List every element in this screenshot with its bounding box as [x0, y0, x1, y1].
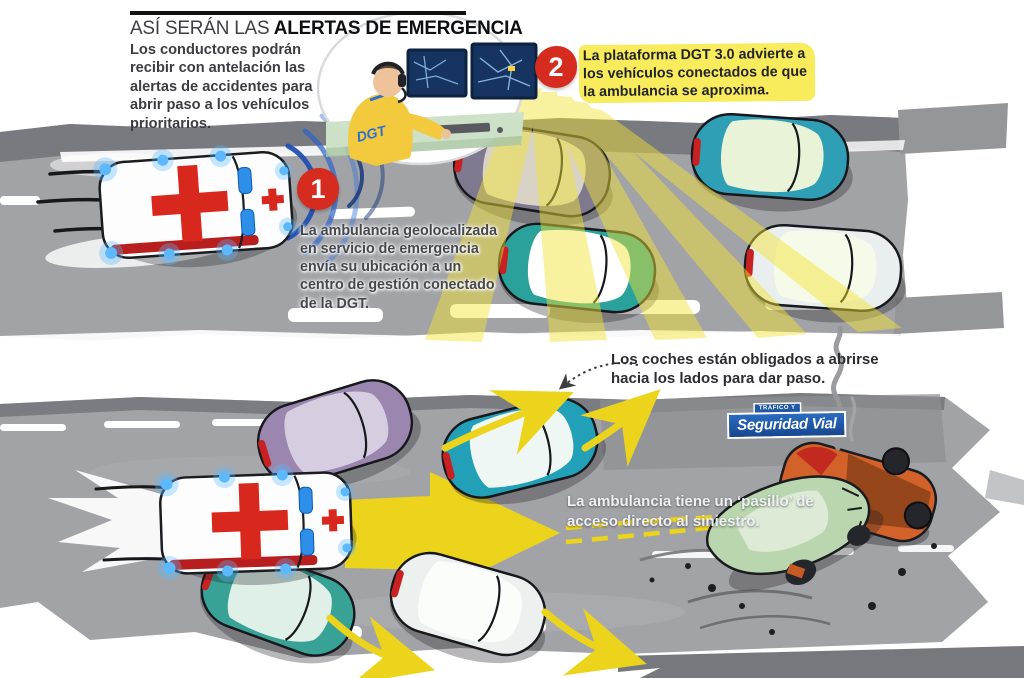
monitor-right — [470, 42, 538, 100]
callout-open-lanes: Los coches están obligados a abrirse hac… — [611, 351, 879, 388]
callout-corridor: La ambulancia tiene un ‘pasillo’ de acce… — [567, 493, 814, 530]
title-bold: ALERTAS DE EMERGENCIA — [269, 17, 523, 39]
alert-beams — [425, 88, 902, 342]
seguridad-vial-logo: TRÁFICO Y Seguridad Vial — [728, 395, 845, 438]
page-title: ASÍ SERÁN LAS ALERTAS DE EMERGENCIA — [130, 17, 523, 40]
step-badge-1: 1 — [297, 168, 339, 210]
step-1-text: La ambulancia geolocalizada en servicio … — [300, 223, 498, 312]
operator: DGT — [348, 61, 451, 166]
debris — [649, 543, 937, 635]
corridor-arrow — [345, 472, 560, 596]
top-road — [0, 88, 1008, 346]
ambulance-bottom — [152, 460, 360, 590]
dgt-shirt-label: DGT — [355, 122, 389, 145]
dotted-pointer-arrow — [558, 362, 639, 390]
logo-small-text: TRÁFICO Y — [754, 403, 800, 413]
step-number-1: 1 — [310, 173, 326, 204]
monitor-left — [406, 48, 468, 98]
intro-text: Los conductores podrán recibir con antel… — [130, 42, 313, 132]
step-2-text: La plataforma DGT 3.0 advierte a los veh… — [578, 42, 816, 104]
crashed-car-green — [705, 475, 884, 591]
step-badge-2: 2 — [535, 46, 577, 88]
bottom-road — [0, 325, 1024, 678]
step-number-2: 2 — [548, 51, 564, 82]
displacement-arrows — [326, 389, 661, 678]
title-light: ASÍ SERÁN LAS — [130, 17, 270, 39]
logo-main-text: Seguridad Vial — [728, 412, 845, 438]
title-overline — [130, 11, 466, 15]
crash-scene — [639, 325, 938, 635]
